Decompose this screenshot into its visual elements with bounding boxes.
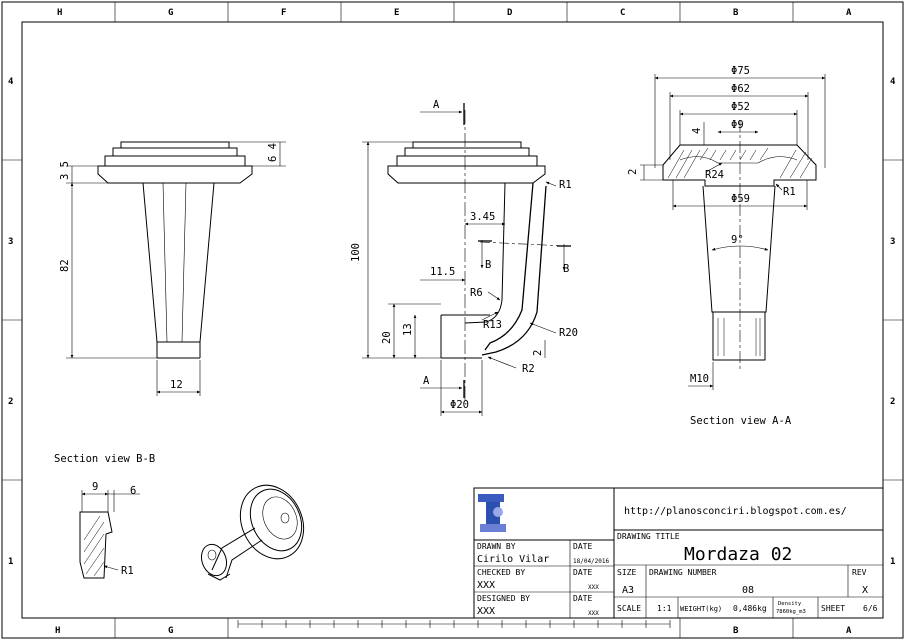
weight-value: 0,486kg <box>733 604 767 613</box>
dim-label: Φ59 <box>731 193 750 205</box>
dim-label: 6 4 <box>267 143 279 162</box>
zone-number-right: 3 <box>890 237 895 247</box>
sheet-label: SHEET <box>821 604 845 613</box>
dim-label: Φ75 <box>731 65 750 77</box>
zone-letter-bottom: H <box>55 626 60 636</box>
rev-label: REV <box>852 568 867 577</box>
dim-label: 9 <box>92 481 98 493</box>
dim-label: 82 <box>59 259 71 272</box>
zone-letter-bottom: G <box>168 626 173 636</box>
designed-by-label: DESIGNED BY <box>477 594 530 603</box>
zone-letter-top: F <box>281 8 286 18</box>
dim-label: 4 <box>691 128 703 134</box>
zone-letter-bottom: B <box>733 626 739 636</box>
drawn-by-label: DRAWN BY <box>477 542 516 551</box>
dim-label: R1 <box>783 186 796 198</box>
designed-by: XXX <box>477 606 495 617</box>
section-aa-title: Section view A-A <box>690 415 792 427</box>
dim-label: 100 <box>350 243 362 262</box>
zone-number-left: 2 <box>8 397 13 407</box>
dim-label: 9° <box>731 234 744 246</box>
zone-letter-top: B <box>733 8 739 18</box>
dim-label: 2 <box>627 169 639 175</box>
dim-label: R6 <box>470 287 483 299</box>
dim-label: 20 <box>381 331 393 344</box>
zone-number-left: 3 <box>8 237 13 247</box>
drawing-number-label: DRAWING NUMBER <box>649 568 717 577</box>
center-view: A A B B 100 20 13 3.45 11.5 R6 R13 R20 R… <box>350 99 578 416</box>
density-label: Density <box>778 601 802 607</box>
dim-label: Φ9 <box>731 119 744 131</box>
dim-label: 13 <box>402 323 414 336</box>
size-value: A3 <box>622 585 634 596</box>
zone-letter-top: A <box>846 8 852 18</box>
section-mark-a: A <box>423 375 430 387</box>
sheet-value: 6/6 <box>863 604 878 613</box>
weight-label: WEIGHT(kg) <box>680 605 722 613</box>
drawn-date: 18/04/2016 <box>573 558 610 565</box>
scale-label: SCALE <box>617 604 641 613</box>
section-bb-title: Section view B-B <box>54 453 155 465</box>
dim-label: R1 <box>559 179 572 191</box>
dim-label: Φ20 <box>450 399 469 411</box>
zone-number-right: 4 <box>890 77 896 87</box>
dim-label: 3 5 <box>59 161 71 180</box>
dim-label: Φ62 <box>731 83 750 95</box>
dim-label: R2 <box>522 363 535 375</box>
checked-by: XXX <box>477 580 495 591</box>
section-mark-b: B <box>563 263 569 275</box>
dim-label: Φ52 <box>731 101 750 113</box>
zone-letter-top: C <box>620 8 625 18</box>
section-mark-b: B <box>485 259 491 271</box>
zone-number-right: 2 <box>890 397 895 407</box>
zone-letter-top: D <box>507 8 513 18</box>
title-block: http://planosconciri.blogspot.com.es/ DR… <box>473 487 884 619</box>
size-label: SIZE <box>617 568 636 577</box>
zone-letter-bottom: A <box>846 626 852 636</box>
dim-label: R1 <box>121 565 134 577</box>
section-hatching <box>667 147 813 179</box>
isometric-view <box>200 484 305 581</box>
dim-label: 2 <box>532 350 544 356</box>
zone-number-right: 1 <box>890 557 895 567</box>
dim-label: 3.45 <box>470 211 495 223</box>
dim-label: R13 <box>483 319 502 331</box>
dim-label: M10 <box>690 373 709 385</box>
zone-letter-top: G <box>168 8 173 18</box>
rev-value: X <box>862 585 868 596</box>
density-value: 7860kg_m3 <box>776 609 806 615</box>
date-label: DATE <box>573 594 592 603</box>
zone-letter-top: E <box>394 8 399 18</box>
drawing-number: 08 <box>742 585 754 596</box>
drawn-by: Cirilo Vilar <box>477 554 549 565</box>
drawing-title: Mordaza 02 <box>684 544 792 565</box>
vise-logo-icon <box>478 494 506 532</box>
checked-by-label: CHECKED BY <box>477 568 525 577</box>
section-mark-a: A <box>433 99 440 111</box>
section-bb-view: Section view B-B 9 6 R1 <box>54 453 155 579</box>
scale-value: 1:1 <box>657 604 672 613</box>
date-label: DATE <box>573 568 592 577</box>
date-label: DATE <box>573 542 592 551</box>
front-view: 82 3 5 6 4 12 <box>59 141 286 396</box>
section-aa-view: Φ75 Φ62 Φ52 Φ9 4 2 R24 R1 Φ59 9° M10 Sec… <box>627 65 826 427</box>
url-text: http://planosconciri.blogspot.com.es/ <box>624 506 847 517</box>
dim-label: 11.5 <box>430 266 455 278</box>
checked-date: XXX <box>588 584 599 591</box>
designed-date: XXX <box>588 610 599 617</box>
zone-number-left: 4 <box>8 77 14 87</box>
zone-number-left: 1 <box>8 557 13 567</box>
drawing-title-label: DRAWING TITLE <box>617 532 680 541</box>
dim-label: R24 <box>705 169 724 181</box>
dim-label: R20 <box>559 327 578 339</box>
dim-label: 6 <box>130 485 136 497</box>
zone-letter-top: H <box>57 8 62 18</box>
dim-label: 12 <box>170 379 183 391</box>
